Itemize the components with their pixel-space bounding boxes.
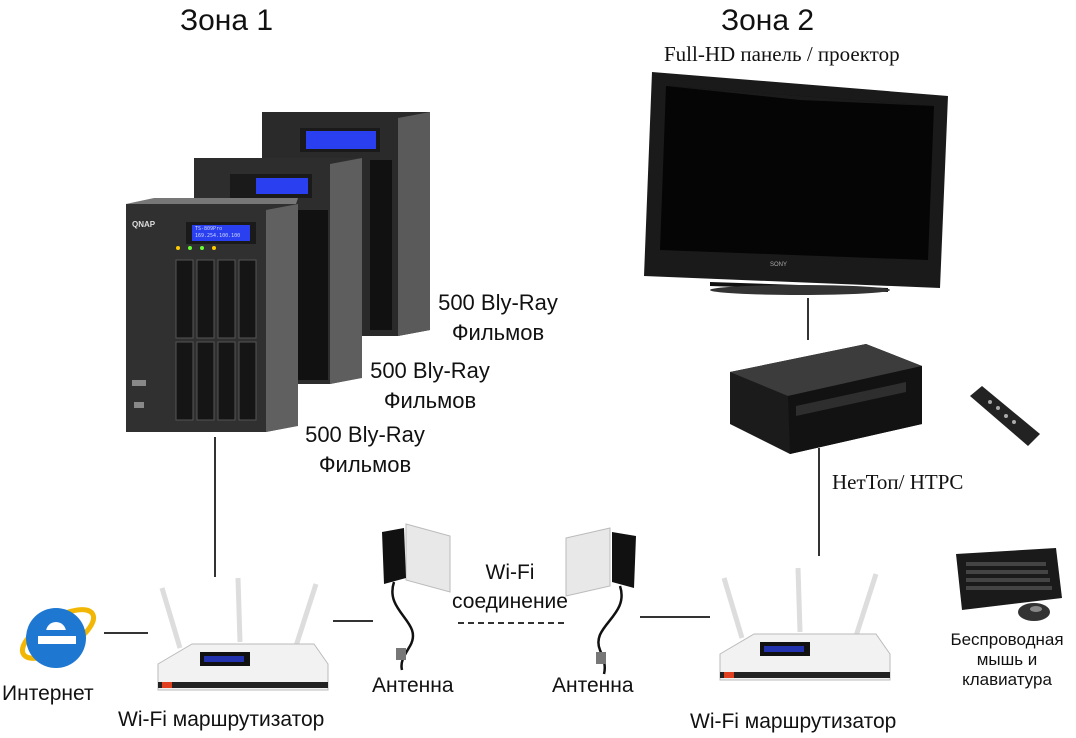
antenna-left-label: Антенна <box>372 674 454 697</box>
connector-nas-router <box>214 437 216 577</box>
keyboard-label: Беспроводная мышь и клавиатура <box>936 630 1076 690</box>
remote-icon <box>970 386 1040 446</box>
router-right-icon <box>719 567 891 681</box>
zone2-subtitle: Full-HD панель / проектор <box>664 42 900 66</box>
connector-antenna-router-right <box>640 616 710 618</box>
keyboard-label-line2: мышь и <box>976 650 1038 669</box>
internet-explorer-icon <box>19 607 97 668</box>
nas-front-unit <box>126 198 298 432</box>
keyboard-label-line1: Беспроводная <box>950 630 1064 649</box>
wifi-link-label-line2: соединение <box>452 590 568 613</box>
antenna-right-icon <box>565 527 636 675</box>
keyboard-icon <box>956 548 1062 610</box>
router-left-icon <box>157 577 329 691</box>
tv-brand: SONY <box>770 262 788 268</box>
connector-tv-nettop <box>807 298 809 340</box>
wifi-dashed-link <box>458 622 564 624</box>
internet-label: Интернет <box>2 682 94 705</box>
mouse-icon <box>1018 603 1050 621</box>
router-right-label: Wi-Fi маршрутизатор <box>690 710 897 733</box>
connector-internet-router <box>104 632 148 634</box>
nas-lcd-line2: 169.254.100.100 <box>195 233 241 239</box>
nas-back-label-line2: Фильмов <box>451 320 545 345</box>
antenna-right-label: Антенна <box>552 674 634 697</box>
connector-nettop-router <box>818 448 820 556</box>
antenna-left-icon <box>382 523 451 671</box>
zone2-title: Зона 2 <box>721 4 815 37</box>
nas-stack <box>126 112 430 432</box>
nas-front-label: 500 Bly-Ray Фильмов <box>295 420 435 480</box>
keyboard-label-line3: клавиатура <box>962 670 1052 689</box>
nas-back-label: 500 Bly-Ray Фильмов <box>428 288 568 348</box>
nas-back-label-line1: 500 Bly-Ray <box>438 290 558 315</box>
connector-router-antenna-left <box>333 620 373 622</box>
wifi-link-label-line1: Wi-Fi <box>485 561 535 584</box>
nas-front-label-line1: 500 Bly-Ray <box>305 422 425 447</box>
wifi-link-label: Wi-Fi соединение <box>440 558 580 616</box>
nas-brand: QNAP <box>132 220 156 229</box>
nas-mid-label-line1: 500 Bly-Ray <box>370 358 490 383</box>
nettop-label: НетТоп/ HTPC <box>832 470 964 494</box>
nas-lcd-line1: TS-809Pro <box>195 226 223 232</box>
nas-mid-label-line2: Фильмов <box>383 388 477 413</box>
nas-front-label-line2: Фильмов <box>318 452 412 477</box>
router-left-label: Wi-Fi маршрутизатор <box>118 708 325 731</box>
zone1-title: Зона 1 <box>180 4 274 37</box>
tv-icon <box>644 72 948 295</box>
nettop-icon <box>730 344 922 454</box>
nas-mid-label: 500 Bly-Ray Фильмов <box>360 356 500 416</box>
